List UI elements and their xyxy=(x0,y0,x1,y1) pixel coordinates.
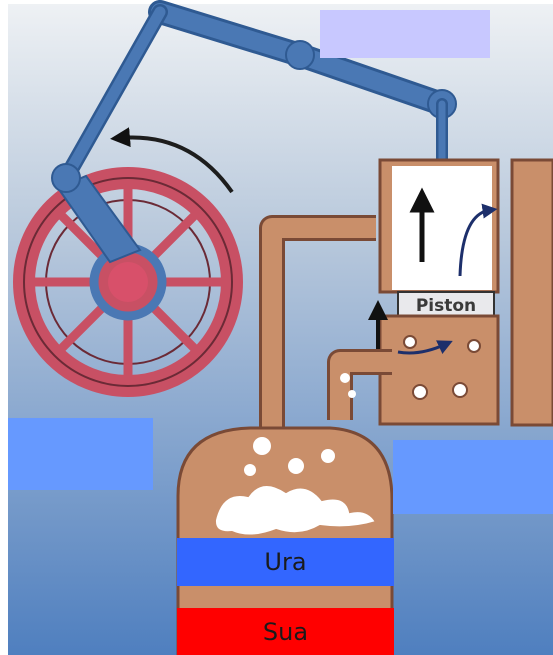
flywheel xyxy=(24,178,232,386)
left-border xyxy=(0,0,8,655)
piston-label: Piston xyxy=(416,296,476,316)
water-label: Ura xyxy=(177,538,394,586)
redacted-label-top xyxy=(320,10,490,58)
cylinder xyxy=(380,160,498,292)
fire-label: Sua xyxy=(177,608,394,655)
piston: Piston xyxy=(398,292,494,316)
steam-chest xyxy=(378,310,498,424)
engine-frame xyxy=(512,160,553,425)
redacted-label-right xyxy=(393,440,553,514)
redacted-label-left xyxy=(8,418,153,490)
